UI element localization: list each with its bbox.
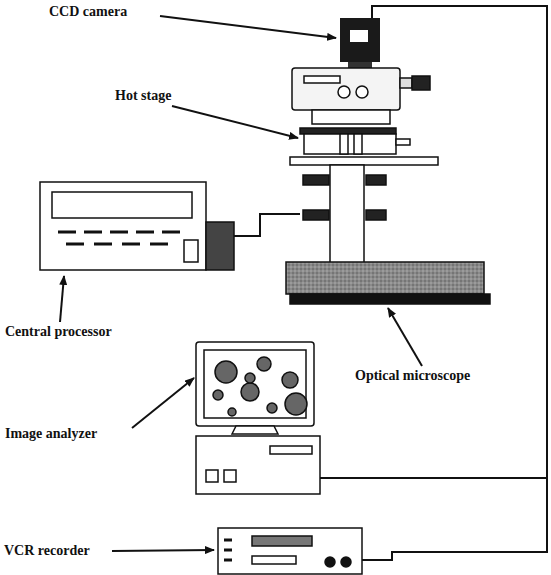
leader-arrows [60, 16, 422, 551]
processor-label: Central processor [4, 324, 113, 340]
vcr-recorder [218, 528, 362, 574]
camera-label: CCD camera [48, 4, 128, 20]
optical-microscope [286, 68, 490, 304]
central-processor [40, 182, 300, 270]
stage-label: Hot stage [114, 88, 172, 104]
recorder-label: VCR recorder [3, 543, 91, 559]
analyzer-label: Image analyzer [4, 426, 98, 442]
image-analyzer [196, 342, 320, 494]
microscope-label: Optical microscope [354, 368, 471, 384]
ccd-camera [340, 18, 380, 68]
